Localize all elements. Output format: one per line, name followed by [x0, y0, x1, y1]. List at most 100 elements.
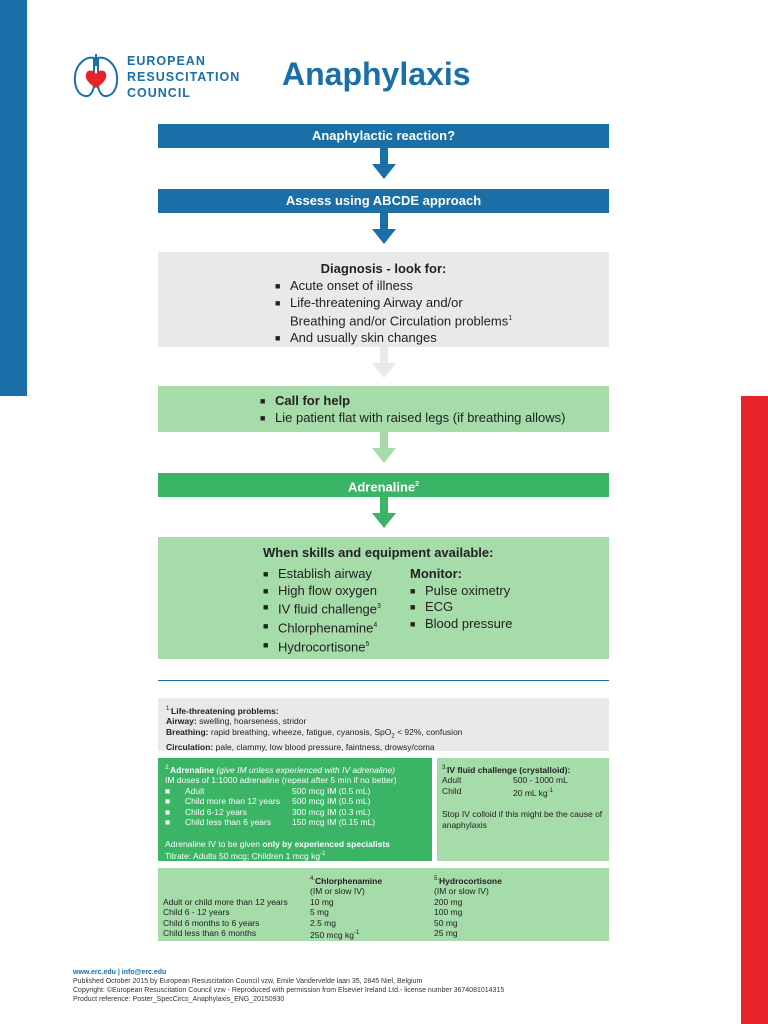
- text: 20 mL kg: [513, 787, 548, 798]
- table-cell: Child more than 12 years: [185, 796, 280, 807]
- footnote-num: 2.: [165, 765, 171, 771]
- table-cell: Child less than 6 months: [163, 928, 257, 939]
- table-cell: 20 mL kg-1: [513, 786, 568, 798]
- footnote-ref: 4: [373, 621, 378, 629]
- page-title: Anaphylaxis: [282, 56, 471, 92]
- table-cell: Child 6 - 12 years: [163, 907, 230, 918]
- table-header: 5.Hydrocortisone(IM or slow IV): [434, 874, 502, 897]
- table-cell: 200 mg: [434, 896, 463, 907]
- logo-line-2: RESUSCITATION: [127, 70, 241, 84]
- drug-dose-table: 4.Chlorphenamine(IM or slow IV) 5.Hydroc…: [163, 874, 502, 941]
- footnote-num: 3.: [442, 765, 448, 771]
- step-anaphylactic-reaction: Anaphylactic reaction?: [158, 124, 609, 148]
- arrow-down-icon: [372, 497, 396, 529]
- table-cell: 300 mcg IM (0.3 mL): [292, 806, 371, 817]
- label: Airway:: [166, 716, 197, 727]
- superscript: -1: [353, 930, 360, 937]
- table-header: 4.Chlorphenamine(IM or slow IV): [310, 874, 434, 897]
- logo-line-1: EUROPEAN: [127, 54, 206, 68]
- monitor-title: Monitor:: [410, 566, 462, 581]
- skills-item: Chlorphenamine4: [263, 618, 381, 637]
- skills-list: Establish airway High flow oxygen IV flu…: [263, 566, 381, 655]
- table-cell: Adult: [185, 785, 205, 796]
- footnote-num: 5.: [434, 876, 440, 882]
- skills-item-text: Hydrocortisone: [278, 638, 366, 654]
- label: Breathing:: [166, 726, 209, 737]
- text: Titrate: Adults 50 mcg; Children 1 mcg k…: [165, 851, 321, 862]
- footer-links[interactable]: www.erc.edu | info@erc.edu: [73, 969, 167, 976]
- skills-item-text: IV fluid challenge: [278, 601, 378, 617]
- text: 250 mcg kg: [310, 930, 354, 941]
- skills-item-text: Establish airway: [278, 566, 372, 581]
- footnote-title: Adrenaline: [170, 764, 214, 775]
- logo-line-3: COUNCIL: [127, 86, 191, 100]
- footnote-title: Life-threatening problems:: [171, 705, 279, 716]
- footer-line: Published October 2015 by European Resus…: [73, 978, 423, 985]
- text: pale, clammy, low blood pressure, faintn…: [215, 742, 435, 753]
- skills-item-text: Chlorphenamine: [278, 620, 374, 636]
- footnote-ref: 5: [365, 640, 370, 648]
- left-blue-bar: [0, 0, 27, 396]
- subscript: 2: [391, 733, 395, 740]
- column-title: Hydrocortisone: [439, 875, 502, 886]
- text: < 92%, confusion: [394, 726, 463, 737]
- footnote-45-box: 4.Chlorphenamine(IM or slow IV) 5.Hydroc…: [158, 868, 609, 941]
- table-cell: Child 6-12 years: [185, 806, 247, 817]
- footnote-note: Stop IV colloid if this might be the cau…: [442, 809, 603, 830]
- divider: [158, 680, 609, 681]
- diagnosis-box: Diagnosis - look for: Acute onset of ill…: [158, 252, 609, 347]
- column-subtitle: (IM or slow IV): [434, 886, 489, 897]
- monitor-item: ECG: [410, 599, 512, 616]
- table-cell: Adult or child more than 12 years: [163, 896, 288, 907]
- column-subtitle: (IM or slow IV): [310, 886, 365, 897]
- table-cell: 100 mg: [434, 907, 463, 918]
- label: Circulation:: [166, 742, 214, 753]
- call-item: Lie patient flat with raised legs (if br…: [260, 410, 609, 427]
- skills-item: High flow oxygen: [263, 583, 381, 600]
- footnote-ref: 1: [508, 315, 513, 322]
- monitor-list: Pulse oximetry ECG Blood pressure: [410, 583, 512, 633]
- diagnosis-item: And usually skin changes: [275, 330, 609, 347]
- footnote-note: (give IM unless experienced with IV adre…: [216, 764, 395, 775]
- diagnosis-title: Diagnosis - look for:: [320, 261, 447, 276]
- table-cell: 250 mcg kg-1: [310, 928, 434, 940]
- table-cell: 25 mg: [434, 928, 458, 939]
- adrenaline-label: Adrenaline: [347, 479, 416, 495]
- diagnosis-item: Life-threatening Airway and/or: [275, 295, 609, 312]
- table-cell: 500 mcg IM (0.5 mL): [292, 796, 371, 807]
- logo-text: EUROPEAN RESUSCITATION COUNCIL: [127, 53, 240, 101]
- superscript: -1: [547, 787, 553, 794]
- monitor-item: Pulse oximetry: [410, 583, 512, 600]
- adrenaline-step: Adrenaline2: [158, 473, 609, 497]
- table-cell: Adult: [442, 775, 462, 786]
- call-item: Call for help: [260, 393, 609, 410]
- table-cell: Child 6 months to 6 years: [163, 917, 260, 928]
- footnote-num: 4.: [310, 876, 316, 882]
- table-cell: 500 mcg IM (0.5 mL): [292, 785, 371, 796]
- footnote-1-box: 1.Life-threatening problems: Airway: swe…: [158, 698, 609, 753]
- table-cell: 2.5 mg: [310, 917, 336, 928]
- footnote-subtitle: IM doses of 1:1000 adrenaline (repeat af…: [165, 775, 397, 786]
- diagnosis-item-text: Breathing and/or Circulation problems: [290, 313, 509, 329]
- text: swelling, hoarseness, stridor: [199, 716, 307, 727]
- step-assess-abcde: Assess using ABCDE approach: [158, 189, 609, 213]
- column-title: Chlorphenamine: [315, 875, 383, 886]
- skills-item: Hydrocortisone5: [263, 637, 381, 656]
- skills-box: When skills and equipment available: Est…: [158, 537, 609, 659]
- arrow-down-icon: [372, 213, 396, 245]
- diagnosis-item-cont: Breathing and/or Circulation problems1: [275, 311, 609, 330]
- footnote-ref: 2: [415, 481, 420, 488]
- footer: www.erc.edu | info@erc.edu Published Oct…: [73, 968, 504, 1004]
- arrow-down-icon: [372, 347, 396, 379]
- heart-lungs-icon: [72, 52, 120, 100]
- footnote-3-box: 3.IV fluid challenge (crystalloid): Adul…: [437, 758, 609, 861]
